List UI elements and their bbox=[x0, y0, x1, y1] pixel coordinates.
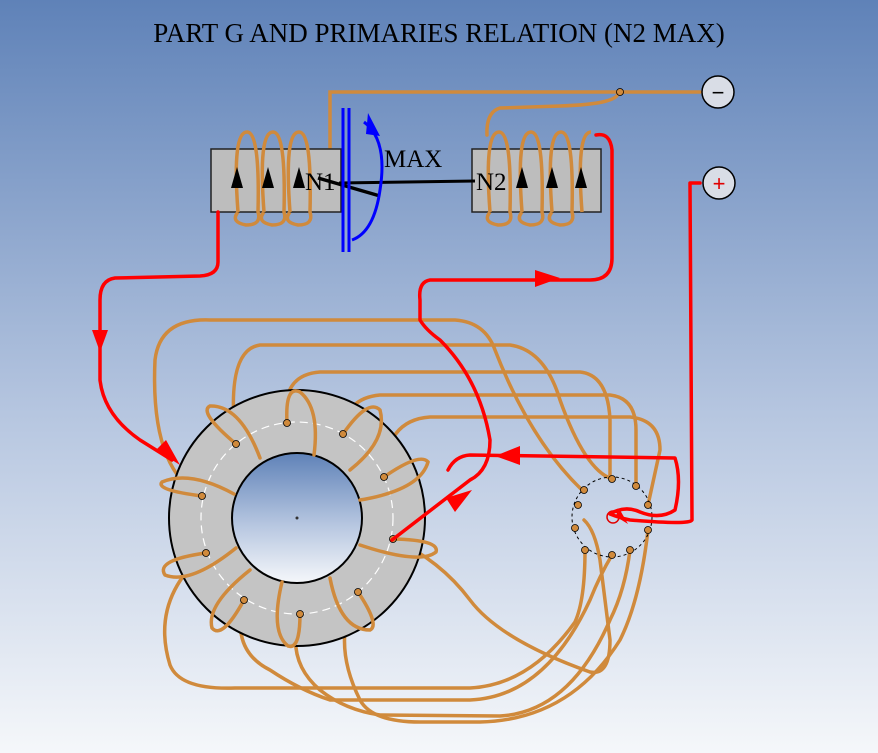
toroid bbox=[168, 389, 426, 647]
negative-terminal: − bbox=[701, 75, 735, 109]
winding-loops bbox=[152, 318, 662, 724]
current-arrow-icon bbox=[535, 270, 560, 287]
loop-10 bbox=[391, 518, 612, 675]
positive-sign: + bbox=[713, 171, 726, 196]
rotation-arrow-icon bbox=[366, 113, 380, 136]
n1-to-negative-wire bbox=[328, 90, 702, 150]
current-arrows bbox=[92, 270, 628, 524]
n2-coil bbox=[471, 130, 602, 227]
loop-8 bbox=[293, 548, 632, 718]
loop-7 bbox=[238, 553, 614, 702]
top-wiring bbox=[328, 90, 702, 150]
n2-to-negative-wire bbox=[485, 90, 620, 137]
current-n2-to-toroid bbox=[390, 132, 614, 542]
negative-sign: − bbox=[712, 80, 725, 105]
current-arrow-icon bbox=[615, 510, 628, 524]
rotor-assembly bbox=[317, 108, 476, 252]
n1-coil-turns bbox=[233, 130, 313, 227]
toroid-center bbox=[295, 516, 299, 520]
positive-terminal: + bbox=[702, 166, 736, 200]
loop-6 bbox=[162, 548, 587, 690]
current-arrow-icon bbox=[92, 330, 108, 352]
winding-arrow-icon bbox=[293, 167, 305, 188]
page-title: PART G AND PRIMARIES RELATION (N2 MAX) bbox=[153, 18, 725, 48]
winding-arrow-icon bbox=[262, 167, 274, 188]
current-arrow-icon bbox=[446, 490, 472, 512]
n1-coil-block bbox=[210, 148, 342, 213]
winding-arrow-icon bbox=[231, 167, 243, 188]
n2-coil-turns bbox=[485, 130, 592, 227]
commutator-contacts bbox=[571, 475, 652, 559]
n1-label: N1 bbox=[305, 169, 336, 196]
winding-arrow-icon bbox=[575, 167, 587, 188]
winding-arrow-icon bbox=[516, 167, 528, 188]
n2-winding-arrows bbox=[516, 167, 587, 188]
max-label: MAX bbox=[384, 146, 442, 173]
max-bar bbox=[338, 179, 476, 185]
current-path bbox=[98, 132, 702, 542]
current-arrow-icon bbox=[156, 440, 180, 465]
loop-1 bbox=[152, 318, 584, 498]
n1-winding-arrows bbox=[231, 167, 305, 188]
loop-2 bbox=[231, 343, 614, 481]
toroid-winding-dots bbox=[198, 88, 624, 618]
current-arrow-icon bbox=[495, 446, 520, 465]
winding-arrow-icon bbox=[546, 167, 558, 188]
n1-coil bbox=[210, 130, 342, 227]
n2-label: N2 bbox=[476, 169, 507, 196]
current-positive-loop bbox=[446, 181, 702, 525]
current-n1-to-toroid bbox=[98, 210, 220, 462]
toroid-windings bbox=[159, 389, 438, 649]
loop-9 bbox=[342, 528, 650, 724]
